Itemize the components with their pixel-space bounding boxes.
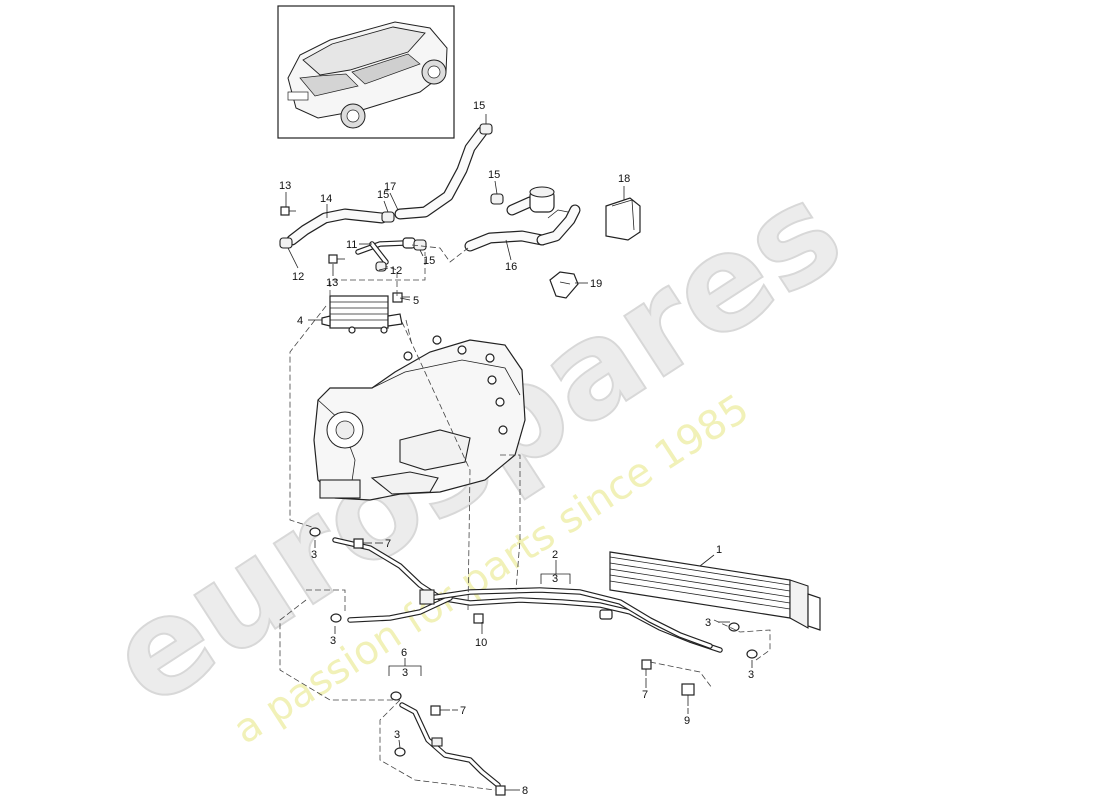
clamp-15-top: [479, 123, 493, 135]
callout-3-d: 3: [748, 669, 754, 681]
callout-17: 17: [384, 181, 396, 193]
callout-15-a: 15: [377, 189, 389, 201]
transmission-line-2: [332, 537, 723, 653]
callout-15-top: 15: [473, 100, 485, 112]
leader-lines: [285, 114, 753, 791]
callout-15-c: 15: [423, 255, 435, 267]
valve-housing: [506, 186, 581, 246]
callout-3-a: 3: [311, 549, 317, 561]
callout-13-a: 13: [279, 180, 291, 192]
callout-12-a: 12: [292, 271, 304, 283]
assembly-lines: [279, 244, 771, 791]
callout-3-line6: 3: [402, 667, 408, 679]
clamp-15-b: [490, 193, 504, 205]
bracket-18: [605, 197, 641, 241]
washer-3-a: [309, 527, 321, 537]
callout-15-b: 15: [488, 169, 500, 181]
transmission: [313, 335, 526, 501]
callout-9: 9: [684, 715, 690, 727]
callout-7-c: 7: [460, 705, 466, 717]
bolt-13-b: [328, 254, 345, 264]
clamp-15-a: [381, 211, 395, 223]
bolt-10: [473, 613, 484, 624]
bolt-7-a: [353, 538, 372, 549]
callout-3-e: 3: [394, 729, 400, 741]
callout-2: 2: [552, 549, 558, 561]
callout-14: 14: [320, 193, 332, 205]
hose-14: [286, 208, 388, 246]
callout-7-b: 7: [642, 689, 648, 701]
callouts: 1 2 3 3 3 3 3 3 3 4 5 6 7 7 7 8 9 10 11 …: [279, 100, 754, 797]
callout-18: 18: [618, 173, 630, 185]
washer-3-e: [390, 691, 402, 701]
oil-cooler: [321, 295, 403, 334]
callout-3-c: 3: [705, 617, 711, 629]
bolt-7-c: [430, 705, 450, 716]
clamp-15-c: [413, 239, 427, 251]
callout-12-b: 12: [390, 265, 402, 277]
hose-17: [394, 126, 488, 220]
bolt-5: [392, 292, 410, 303]
clip-19: [549, 271, 579, 299]
car-thumbnail-icon: [277, 5, 455, 139]
callout-11: 11: [346, 239, 357, 251]
callout-4: 4: [297, 315, 303, 327]
callout-8: 8: [522, 785, 528, 797]
callout-16: 16: [505, 261, 517, 273]
bolt-13-a: [280, 206, 296, 216]
transmission-cooler-1: [599, 551, 821, 631]
bolt-7-b: [641, 659, 652, 676]
callout-5: 5: [413, 295, 419, 307]
bolt-8: [495, 785, 514, 796]
callout-10: 10: [475, 637, 487, 649]
bolt-9: [681, 683, 695, 706]
hose-16: [464, 230, 548, 252]
callout-19: 19: [590, 278, 602, 290]
washer-3-f: [394, 747, 406, 757]
washer-3-b: [330, 613, 342, 623]
transmission-line-6: [399, 702, 501, 788]
callout-6: 6: [401, 647, 407, 659]
callout-3-line2: 3: [552, 573, 558, 585]
pipe-11: [355, 237, 416, 265]
callout-3-b: 3: [330, 635, 336, 647]
clamp-12-a: [279, 237, 293, 249]
washer-3-d: [746, 649, 758, 659]
callout-1: 1: [716, 544, 722, 556]
callout-13-b: 13: [326, 277, 338, 289]
washer-3-c: [728, 622, 740, 632]
callout-7-a: 7: [385, 538, 391, 550]
